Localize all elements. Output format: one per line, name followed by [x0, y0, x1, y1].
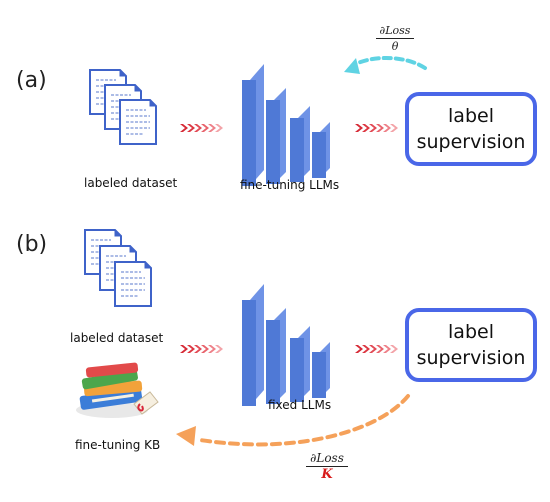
supervision-line1-b: label [448, 321, 494, 343]
gradient-arrowhead-b [176, 426, 196, 446]
fraction-bar-b [306, 466, 348, 467]
supervision-line2-a: supervision [416, 131, 526, 153]
panel-label-b: (b) [16, 232, 48, 257]
panel-label-a: (a) [16, 68, 47, 93]
gradient-numerator-a: ∂Loss [379, 24, 411, 37]
dataset-icon-a [89, 69, 157, 145]
gradient-arrow-a [350, 56, 427, 70]
label-supervision-box-a: label supervision [405, 92, 537, 166]
fraction-bar-a [376, 38, 414, 39]
dataset-caption-a: labeled dataset [84, 176, 178, 190]
dataset-caption-b: labeled dataset [70, 331, 164, 345]
llm-layers-icon-b [242, 284, 330, 406]
kb-caption: fine-tuning KB [75, 438, 161, 452]
gradient-denominator-b: K [321, 467, 333, 482]
supervision-line1-a: label [448, 105, 494, 127]
gradient-denominator-a: θ [391, 40, 399, 53]
gradient-arrowhead-a [344, 58, 360, 74]
label-supervision-box-b: label supervision [405, 308, 537, 382]
gradient-numerator-b: ∂Loss [310, 451, 344, 465]
gradient-formula-a: ∂Loss θ [376, 24, 414, 53]
books-icon [76, 362, 159, 418]
dataset-icon-b [84, 229, 152, 307]
model-caption-b: fixed LLMs [268, 398, 332, 412]
llm-layers-icon-a [242, 64, 330, 186]
gradient-arrow-b [198, 394, 410, 447]
arrow-dataset-to-llm-a [180, 124, 223, 132]
gradient-formula-b: ∂Loss K [306, 452, 348, 481]
arrow-llm-to-supervision-b [355, 345, 398, 353]
arrow-llm-to-supervision-a [355, 124, 398, 132]
arrow-dataset-to-llm-b [180, 345, 223, 353]
model-caption-a: fine-tuning LLMs [240, 178, 340, 192]
supervision-line2-b: supervision [416, 347, 526, 369]
